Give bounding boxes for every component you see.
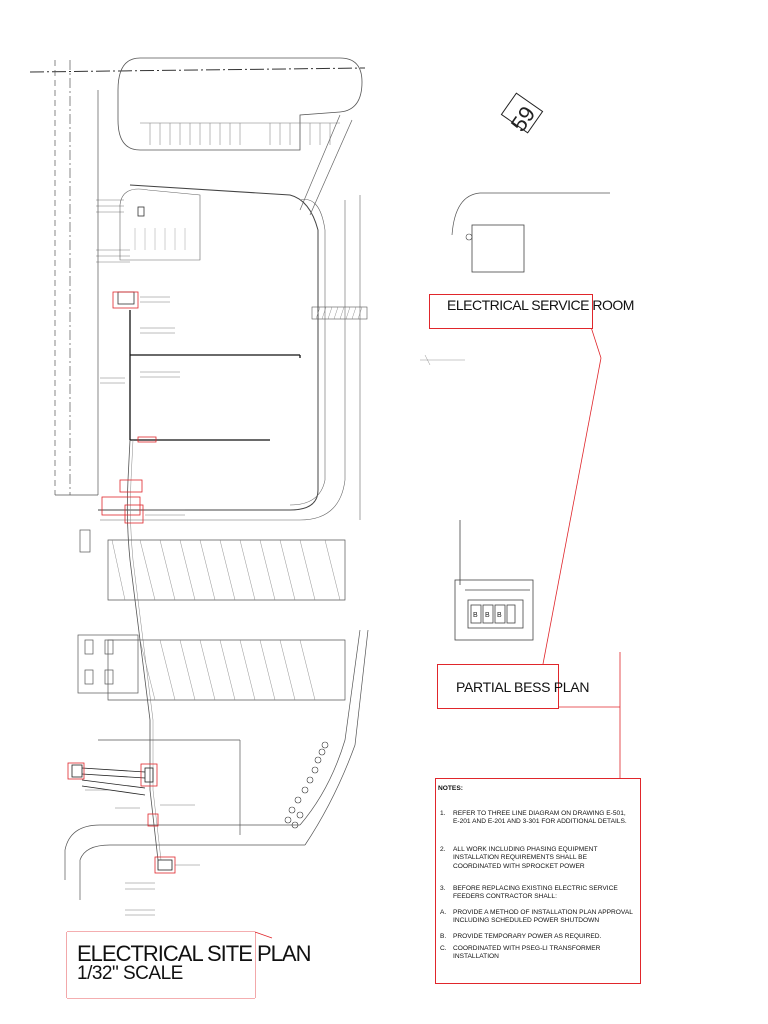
main-building <box>98 184 319 511</box>
note-text: BEFORE REPLACING EXISTING ELECTRIC SERVI… <box>453 885 618 901</box>
service-room-text: ELECTRICAL SERVICE ROOM <box>447 297 634 313</box>
access-road <box>299 114 353 216</box>
hatch-connector <box>311 306 368 320</box>
note-text: COORDINATED WITH PSEG-LI TRANSFORMER INS… <box>453 945 601 961</box>
lower-road <box>64 629 369 900</box>
svg-text:B: B <box>473 612 478 619</box>
drawing-scale: 1/32" SCALE <box>77 963 183 984</box>
annotation-lines <box>85 199 200 916</box>
bess-plan <box>454 520 534 641</box>
note-letter: C. <box>440 945 447 952</box>
svg-text:B: B <box>497 612 502 619</box>
partial-bess-text: PARTIAL BESS PLAN <box>456 679 590 695</box>
parking-stalls-top <box>140 122 340 145</box>
red-callouts <box>67 291 176 874</box>
hatched-parking <box>107 539 346 701</box>
left-road <box>54 60 99 496</box>
service-room-transformer <box>471 224 525 273</box>
notes-panel: NOTES: 1. REFER TO THREE LINE DIAGRAM ON… <box>435 778 641 984</box>
note-number: 3. <box>440 885 446 892</box>
drawing-title-block: ELECTRICAL SITE PLAN 1/32" SCALE <box>67 932 311 998</box>
property-line-top <box>29 67 366 73</box>
note-text: PROVIDE TEMPORARY POWER AS REQUIRED. <box>453 933 602 940</box>
service-room-outline <box>451 192 610 236</box>
tree-cluster <box>284 741 329 829</box>
inner-parking <box>134 228 186 250</box>
conduit-route <box>126 439 159 861</box>
svg-text:B: B <box>485 612 490 619</box>
feeder-lines <box>129 310 301 441</box>
partial-bess-label: PARTIAL BESS PLAN <box>437 664 589 709</box>
drawing-title: ELECTRICAL SITE PLAN <box>77 941 311 966</box>
dimension-note <box>420 354 465 366</box>
note-text: ALL WORK INCLUDING PHASING EQUIPMENT INS… <box>453 846 598 870</box>
note-number: 2. <box>440 846 446 853</box>
inner-lot <box>119 188 201 261</box>
lower-equipment <box>71 764 173 871</box>
building-59-marker <box>500 92 544 134</box>
note-letter: B. <box>440 933 447 940</box>
right-drive <box>289 199 326 506</box>
note-text: REFER TO THREE LINE DIAGRAM ON DRAWING E… <box>453 810 627 826</box>
hatch-lines <box>111 539 341 701</box>
right-drive-outer <box>100 200 346 521</box>
service-room-label: ELECTRICAL SERVICE ROOM <box>429 294 634 329</box>
note-letter: A. <box>440 909 447 916</box>
notes-header: NOTES: <box>438 785 463 792</box>
note-number: 1. <box>440 810 446 817</box>
left-structures <box>77 529 139 694</box>
service-room-leader <box>590 326 602 359</box>
note-text: PROVIDE A METHOD OF INSTALLATION PLAN AP… <box>453 909 633 925</box>
